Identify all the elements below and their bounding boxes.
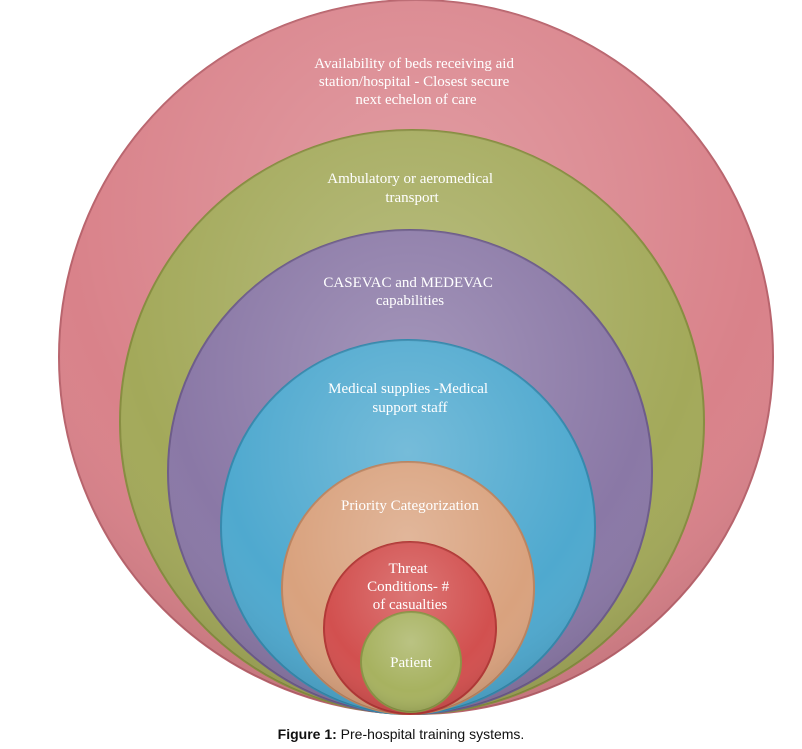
ring-casevac-medevac-label: CASEVAC and MEDEVAC capabilities: [323, 275, 496, 309]
ring-patient: Patient: [360, 611, 462, 713]
figure-caption-text: Pre-hospital training systems.: [336, 726, 525, 742]
ring-medical-supplies-label: Medical supplies -Medical support staff: [328, 381, 492, 416]
ring-next-echelon-label: Availability of beds receiving aid stati…: [314, 56, 517, 108]
ring-transport-label: Ambulatory or aeromedical transport: [327, 171, 497, 206]
ring-patient-label: Patient: [390, 655, 432, 671]
ring-threat-conditions-label: Threat Conditions- # of casualties: [367, 561, 453, 613]
ring-priority-categorization-label: Priority Categorization: [341, 498, 479, 514]
figure-caption: Figure 1: Pre-hospital training systems.: [0, 726, 802, 742]
figure-caption-label: Figure 1:: [277, 726, 337, 742]
